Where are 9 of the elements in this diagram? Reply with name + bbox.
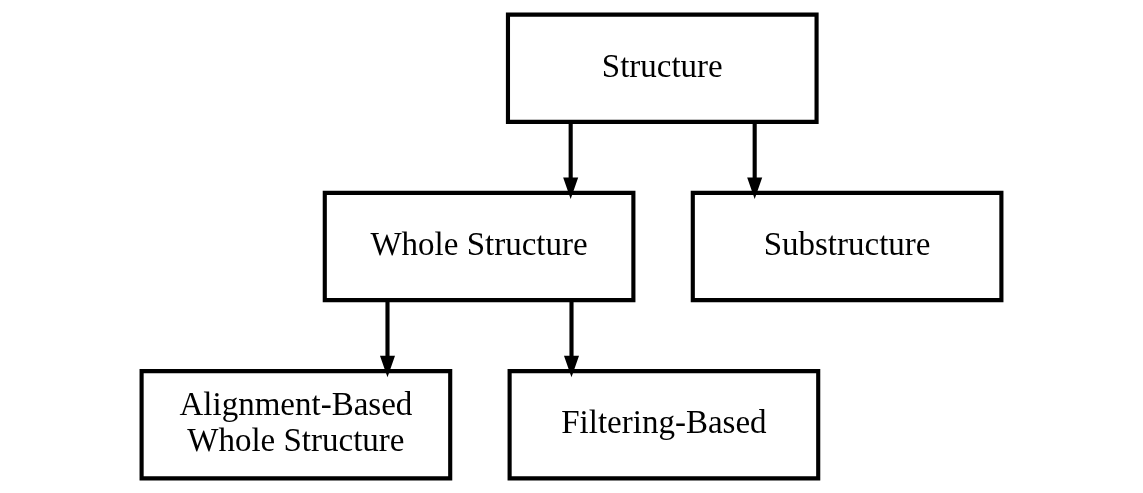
node-box: Structure xyxy=(505,12,819,124)
node-box: Filtering-Based xyxy=(507,369,821,481)
node-box: Substructure xyxy=(690,190,1004,303)
arrow xyxy=(379,300,396,378)
arrow xyxy=(563,122,579,199)
node-box: Whole Structure xyxy=(322,190,636,303)
node-box: Alignment-Based Whole Structure xyxy=(139,369,453,481)
arrow xyxy=(747,122,763,199)
arrow xyxy=(563,300,580,378)
